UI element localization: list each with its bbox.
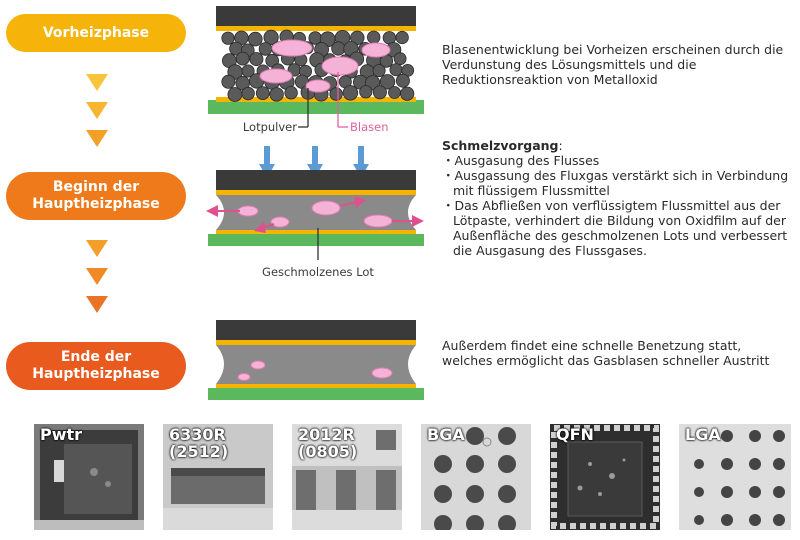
solder-ball	[331, 41, 346, 56]
component-body	[216, 6, 416, 26]
solder-ball	[241, 86, 255, 101]
component-pad	[216, 340, 416, 345]
solder-ball	[249, 52, 264, 67]
solder-ball	[388, 86, 401, 99]
solder-ball	[359, 85, 373, 99]
preheat-description: Blasenentwicklung bei Vorheizen erschein…	[442, 42, 792, 87]
melting-bullet: ・Ausgasung des Flusses	[442, 153, 600, 168]
solder-ball	[389, 63, 403, 77]
melting-bullet: ・Das Abfließen von verflüssigtem Flussmi…	[442, 198, 788, 258]
xray-image-pwtr: Pwtr	[34, 424, 144, 530]
melting-heading: Schmelzvorgang	[442, 138, 559, 153]
phase-main-start: Beginn der Hauptheizphase	[6, 172, 186, 220]
down-arrow-icon	[86, 102, 108, 119]
component-pad	[216, 190, 416, 195]
pcb-board	[208, 388, 424, 400]
solder-ball	[255, 86, 270, 100]
melting-description: Schmelzvorgang: ・Ausgasung des Flusses ・…	[442, 138, 792, 258]
solder-ball	[284, 85, 298, 100]
preheat-text: Blasenentwicklung bei Vorheizen erschein…	[442, 42, 784, 87]
pcb-board	[208, 100, 424, 114]
solder-ball	[393, 52, 407, 66]
component-body	[216, 320, 416, 340]
phase-main-end: Ende der Hauptheizphase	[6, 342, 186, 390]
solder-ball	[227, 87, 243, 102]
solder-ball	[395, 73, 410, 88]
melting-bullet: ・Ausgassung des Fluxgas verstärkt sich i…	[442, 168, 789, 198]
preheat-diagram: Lotpulver Blasen	[208, 6, 424, 134]
main-start-diagram: Geschmolzenes Lot	[206, 146, 424, 279]
melting-heading-colon: :	[558, 138, 563, 153]
down-arrow-icon	[86, 74, 108, 91]
outgassing-arrows	[206, 196, 424, 233]
xray-image-qfn: QFN	[550, 424, 660, 530]
end-description: Außerdem findet eine schnelle Benetzung …	[442, 338, 792, 368]
xray-image-2012r: 2012R (0805)	[292, 424, 402, 530]
solder-ball	[269, 87, 284, 102]
down-arrow-icon	[86, 240, 108, 257]
down-arrow-icon	[86, 130, 108, 147]
down-arrow-icon	[86, 268, 108, 285]
solder-ball	[258, 42, 273, 56]
xray-image-lga: LGA	[679, 424, 791, 530]
xray-label: 2012R (0805)	[298, 425, 358, 461]
label-molten-solder: Geschmolzenes Lot	[262, 265, 374, 279]
xray-image-bga: BGA	[421, 424, 531, 530]
bubbles	[237, 200, 393, 228]
solder-ball	[247, 31, 263, 47]
bubbles	[259, 39, 391, 93]
solder-ball	[221, 74, 236, 89]
pcb-pad	[216, 97, 416, 102]
xray-label: QFN	[556, 425, 594, 444]
phase-preheat: Vorheizphase	[6, 14, 186, 52]
solder-ball	[235, 51, 250, 66]
solder-ball	[372, 64, 386, 78]
solder-ball	[342, 85, 359, 101]
solder-ball	[400, 86, 415, 101]
down-arrow-icon	[86, 296, 108, 313]
molten-solder	[216, 345, 416, 384]
solder-ball	[329, 87, 343, 101]
solder-ball	[395, 30, 409, 45]
end-text: Außerdem findet eine schnelle Benetzung …	[442, 338, 770, 368]
xray-label: BGA	[427, 425, 465, 444]
xray-label: Pwtr	[40, 425, 83, 444]
component-body	[216, 170, 416, 190]
solder-ball	[263, 29, 279, 46]
pcb-board	[208, 234, 424, 246]
pcb-pad	[216, 230, 416, 235]
solder-ball	[372, 85, 387, 100]
label-bubbles: Blasen	[350, 120, 389, 134]
pcb-pad	[216, 384, 416, 389]
main-end-diagram	[208, 320, 424, 400]
solder-ball	[241, 64, 255, 78]
xray-image-6330r: 6330R (2512)	[163, 424, 273, 530]
solder-ball	[366, 30, 381, 45]
xray-label: LGA	[685, 425, 721, 444]
label-solder-powder: Lotpulver	[243, 120, 297, 134]
solder-ball	[221, 31, 235, 45]
xray-label: 6330R (2512)	[169, 425, 229, 461]
bubbles	[237, 360, 393, 381]
solder-ball	[379, 74, 396, 90]
component-pad	[216, 26, 416, 31]
